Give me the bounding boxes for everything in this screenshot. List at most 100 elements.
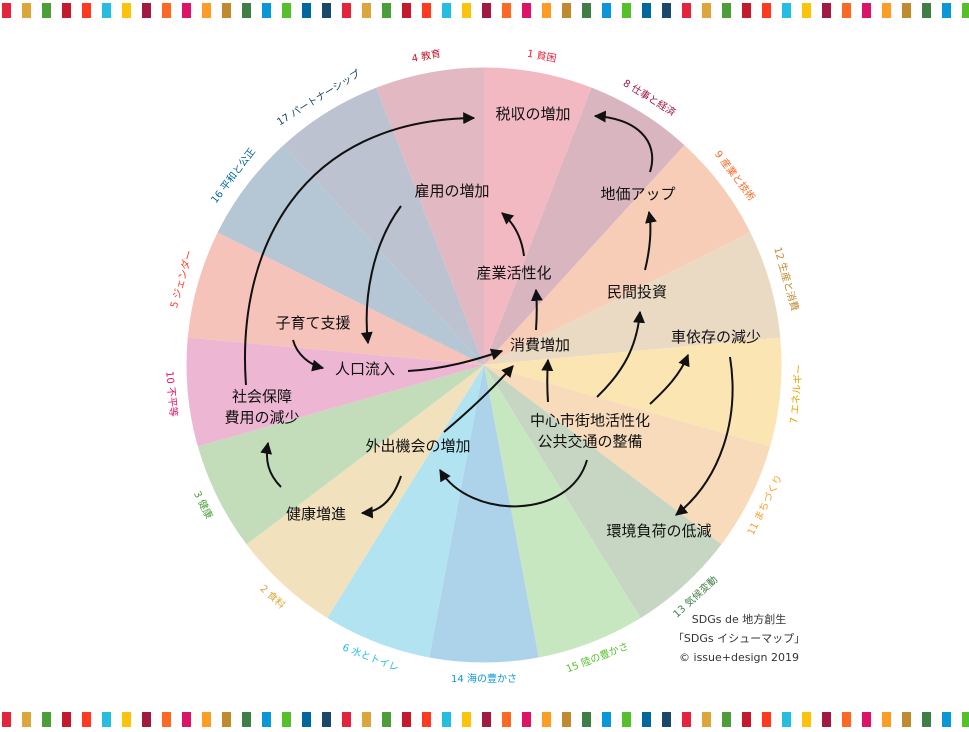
arrow-car-to-environment bbox=[675, 356, 734, 516]
border-swatch-top bbox=[322, 3, 331, 18]
border-swatch-top bbox=[542, 3, 551, 18]
node-population: 人口流入 bbox=[335, 360, 395, 378]
arrow-downtown-to-outing bbox=[439, 459, 588, 508]
arrow-downtown-to-invest bbox=[596, 310, 645, 398]
arrow-land-to-tax bbox=[593, 110, 654, 173]
wheel-segment-goal-11 bbox=[484, 365, 771, 545]
border-swatch-bottom bbox=[522, 712, 531, 727]
border-swatch-top bbox=[742, 3, 751, 18]
border-swatch-top bbox=[702, 3, 711, 18]
border-swatch-top bbox=[582, 3, 591, 18]
border-swatch-bottom bbox=[942, 712, 951, 727]
border-swatch-bottom bbox=[302, 712, 311, 727]
arrow-consumption-to-industry bbox=[530, 288, 543, 331]
border-swatch-bottom bbox=[22, 712, 31, 727]
border-swatch-top bbox=[882, 3, 891, 18]
border-swatch-top bbox=[122, 3, 131, 18]
border-swatch-bottom bbox=[962, 712, 969, 727]
wheel-segment-goal-6 bbox=[327, 365, 484, 658]
border-swatch-top bbox=[382, 3, 391, 18]
node-outing: 外出機会の増加 bbox=[365, 437, 470, 455]
goal-label-1: 1 貧困 bbox=[526, 47, 557, 65]
border-swatch-top bbox=[622, 3, 631, 18]
border-swatch-bottom bbox=[482, 712, 491, 727]
node-social-security: 社会保障費用の減少 bbox=[224, 387, 299, 426]
border-swatch-bottom bbox=[342, 712, 351, 727]
border-swatch-bottom bbox=[622, 712, 631, 727]
border-swatch-bottom bbox=[842, 712, 851, 727]
goal-label-14: 14 海の豊かさ bbox=[451, 672, 517, 685]
border-swatch-bottom bbox=[62, 712, 71, 727]
border-swatch-bottom bbox=[242, 712, 251, 727]
wheel-segment-goal-13 bbox=[484, 365, 722, 619]
border-swatch-top bbox=[342, 3, 351, 18]
wheel-segment-goal-12 bbox=[484, 232, 781, 365]
border-swatch-bottom bbox=[122, 712, 131, 727]
border-swatch-bottom bbox=[802, 712, 811, 727]
node-childcare: 子育て支援 bbox=[275, 314, 350, 332]
border-swatch-bottom bbox=[862, 712, 871, 727]
border-swatch-bottom bbox=[102, 712, 111, 727]
border-swatch-top bbox=[62, 3, 71, 18]
node-tax: 税収の増加 bbox=[495, 105, 570, 123]
border-swatch-top bbox=[942, 3, 951, 18]
border-swatch-top bbox=[782, 3, 791, 18]
border-swatch-bottom bbox=[502, 712, 511, 727]
border-swatch-bottom bbox=[142, 712, 151, 727]
border-swatch-bottom bbox=[282, 712, 291, 727]
goal-label-5: 5 ジェンダー bbox=[167, 249, 196, 310]
border-swatch-bottom bbox=[762, 712, 771, 727]
border-swatch-bottom bbox=[882, 712, 891, 727]
wheel-segment-goal-15 bbox=[484, 365, 641, 658]
wheel-segment-goal-1 bbox=[484, 66, 592, 366]
border-swatch-top bbox=[662, 3, 671, 18]
wheel-outline bbox=[185, 66, 783, 664]
border-swatch-bottom bbox=[742, 712, 751, 727]
border-swatch-bottom bbox=[182, 712, 191, 727]
border-swatch-top bbox=[362, 3, 371, 18]
wheel-segment-goal-16 bbox=[217, 144, 484, 365]
node-downtown: 中心市街地活性化公共交通の整備 bbox=[530, 411, 650, 450]
border-swatch-bottom bbox=[562, 712, 571, 727]
goal-label-2: 2 食料 bbox=[258, 582, 289, 612]
node-land-price: 地価アップ bbox=[600, 185, 675, 203]
border-swatch-bottom bbox=[162, 712, 171, 727]
arrow-childcare-to-population bbox=[292, 339, 325, 372]
border-swatch-top bbox=[302, 3, 311, 18]
border-swatch-top bbox=[922, 3, 931, 18]
arrow-health-to-ss bbox=[260, 441, 282, 488]
node-consumption: 消費増加 bbox=[510, 336, 570, 354]
border-swatch-bottom bbox=[602, 712, 611, 727]
border-swatch-top bbox=[822, 3, 831, 18]
border-swatch-bottom bbox=[422, 712, 431, 727]
credit-title: SDGs de 地方創生 bbox=[691, 613, 787, 626]
border-swatch-bottom bbox=[642, 712, 651, 727]
border-swatch-bottom bbox=[702, 712, 711, 727]
border-swatch-bottom bbox=[322, 712, 331, 727]
border-swatch-top bbox=[162, 3, 171, 18]
border-swatch-top bbox=[262, 3, 271, 18]
arrow-ss-to-tax bbox=[244, 112, 476, 386]
border-swatch-top bbox=[722, 3, 731, 18]
border-swatch-bottom bbox=[542, 712, 551, 727]
goal-label-10: 10 不平等 bbox=[163, 370, 180, 417]
border-swatch-top bbox=[842, 3, 851, 18]
border-swatch-top bbox=[42, 3, 51, 18]
node-car-reduce: 車依存の減少 bbox=[671, 328, 761, 346]
border-swatch-top bbox=[902, 3, 911, 18]
wheel-segment-goal-4 bbox=[376, 66, 484, 366]
border-swatch-bottom bbox=[262, 712, 271, 727]
border-swatch-bottom bbox=[682, 712, 691, 727]
border-swatch-top bbox=[142, 3, 151, 18]
arrow-downtown-to-car bbox=[649, 353, 690, 405]
node-employment: 雇用の増加 bbox=[414, 182, 489, 200]
border-swatch-bottom bbox=[442, 712, 451, 727]
border-swatch-top bbox=[502, 3, 511, 18]
wheel-segment-goal-17 bbox=[283, 87, 484, 365]
credit-subtitle: 「SDGs イシューマップ」 bbox=[672, 632, 806, 645]
border-swatch-top bbox=[802, 3, 811, 18]
border-swatch-bottom bbox=[82, 712, 91, 727]
border-swatch-bottom bbox=[2, 712, 11, 727]
border-swatch-bottom bbox=[402, 712, 411, 727]
